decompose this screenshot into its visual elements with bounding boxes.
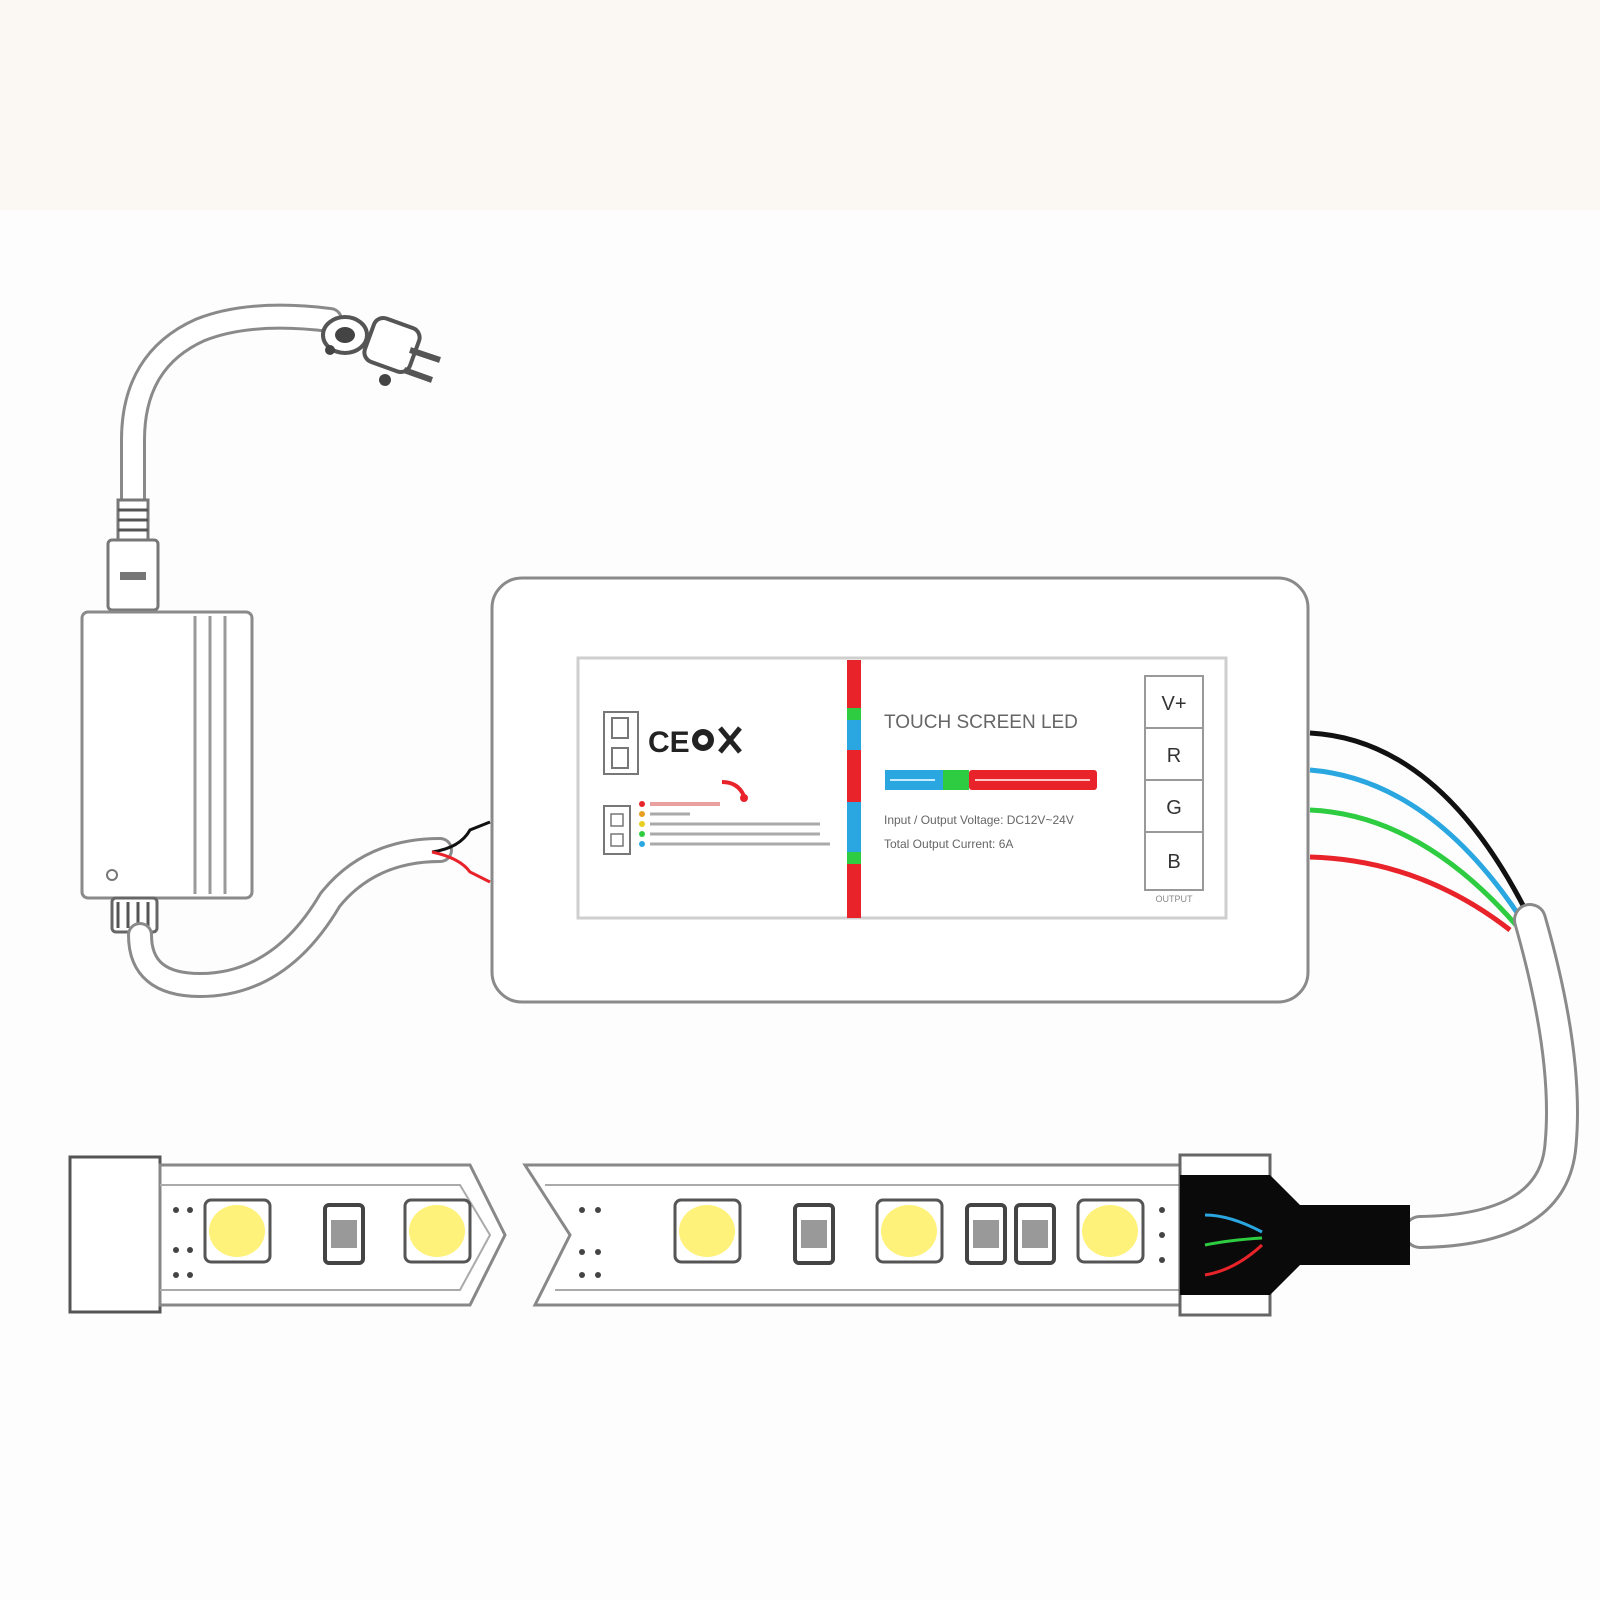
rgb-strip-graphic [885, 770, 1097, 790]
divider-color-bar [847, 660, 861, 918]
spec-line-1: Input / Output Voltage: DC12V~24V [884, 813, 1074, 827]
controller-box: CE [490, 576, 1310, 1004]
power-cord [120, 303, 343, 543]
rgb-output-cable [1403, 903, 1579, 1249]
ce-mark-icon: CE [648, 726, 690, 759]
end-cap [68, 1155, 162, 1314]
terminal-block: V+ R G B OUTPUT [1144, 675, 1204, 904]
terminal-label-g: G [1166, 797, 1182, 819]
led-strip-segment-b [522, 1163, 1182, 1307]
spec-line-2: Total Output Current: 6A [884, 837, 1013, 851]
led-strip-segment-a [68, 1155, 507, 1314]
resistor [1014, 1203, 1056, 1265]
weee-bin-icon [718, 726, 742, 754]
output-caption: OUTPUT [1156, 894, 1194, 904]
legend-text-lines [650, 802, 830, 846]
svg-text:CE: CE [648, 726, 690, 759]
terminal-vplus [1144, 675, 1204, 729]
terminal-label-r: R [1167, 745, 1181, 767]
led-chip [875, 1198, 944, 1264]
led-chip [1076, 1198, 1145, 1264]
power-adapter [80, 498, 254, 934]
resistor [323, 1203, 365, 1265]
controller-title: TOUCH SCREEN LED [884, 712, 1078, 733]
led-chip [203, 1198, 272, 1264]
legend-dots [639, 801, 645, 847]
resistor [965, 1203, 1007, 1265]
output-wires [1309, 730, 1531, 932]
terminal-b [1144, 831, 1204, 891]
rgb-connector [1178, 1153, 1410, 1317]
terminal-label-b: B [1167, 851, 1180, 873]
terminal-g [1144, 779, 1204, 833]
plug-icon [321, 315, 441, 386]
wifi-signal-icon [721, 780, 748, 802]
top-band [0, 0, 1600, 210]
rohs-icon [692, 729, 714, 751]
led-chip [673, 1198, 742, 1264]
dc-input-cable [127, 820, 491, 999]
terminal-label-vplus: V+ [1161, 693, 1186, 715]
led-chip [403, 1198, 472, 1264]
terminal-r [1144, 727, 1204, 781]
resistor [793, 1203, 835, 1265]
